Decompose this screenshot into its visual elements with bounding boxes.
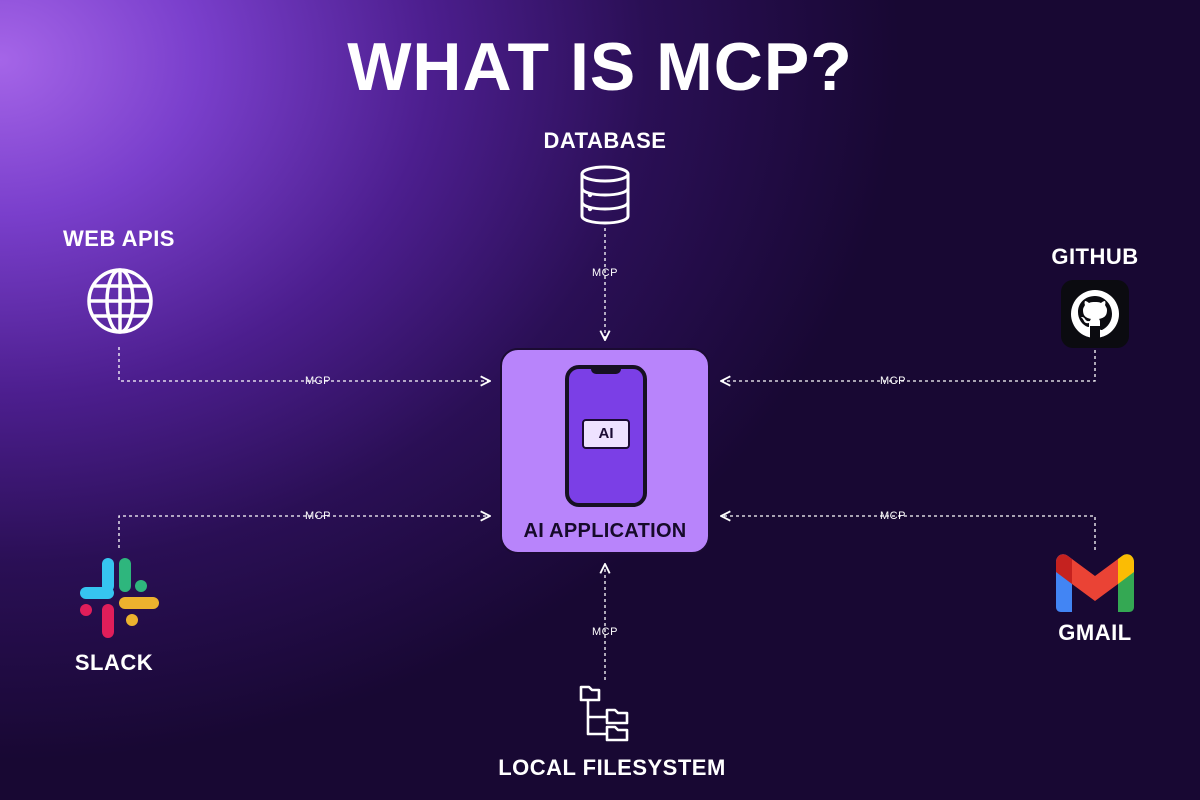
github-icon — [1061, 280, 1129, 348]
web-apis-label: WEB APIS — [63, 226, 175, 251]
ai-application-node: AI AI APPLICATION — [500, 348, 710, 554]
mcp-label-gmail: MCP — [880, 510, 906, 522]
ai-application-label: AI APPLICATION — [523, 520, 687, 542]
connector-gmail — [721, 516, 1096, 550]
phone-icon: AI — [565, 365, 647, 507]
mcp-label-web-apis: MCP — [305, 375, 331, 387]
folder-tree-icon — [579, 685, 629, 742]
phone-notch — [591, 368, 621, 374]
connector-github — [721, 350, 1096, 381]
connector-slack — [118, 516, 490, 548]
mcp-label-filesystem: MCP — [592, 626, 618, 638]
globe-icon — [87, 268, 153, 334]
database-label: DATABASE — [543, 128, 667, 153]
mcp-label-database: MCP — [592, 267, 618, 279]
ai-chip: AI — [582, 419, 630, 449]
mcp-label-slack: MCP — [305, 510, 331, 522]
gmail-label: GMAIL — [1058, 620, 1132, 645]
slack-icon — [80, 558, 159, 638]
page-title: WHAT IS MCP? — [347, 29, 853, 105]
database-icon — [580, 165, 630, 225]
slack-label: SLACK — [74, 650, 154, 675]
gmail-icon — [1056, 554, 1134, 612]
github-label: GITHUB — [1051, 244, 1139, 269]
filesystem-label: LOCAL FILESYSTEM — [498, 755, 726, 780]
mcp-label-github: MCP — [880, 375, 906, 387]
